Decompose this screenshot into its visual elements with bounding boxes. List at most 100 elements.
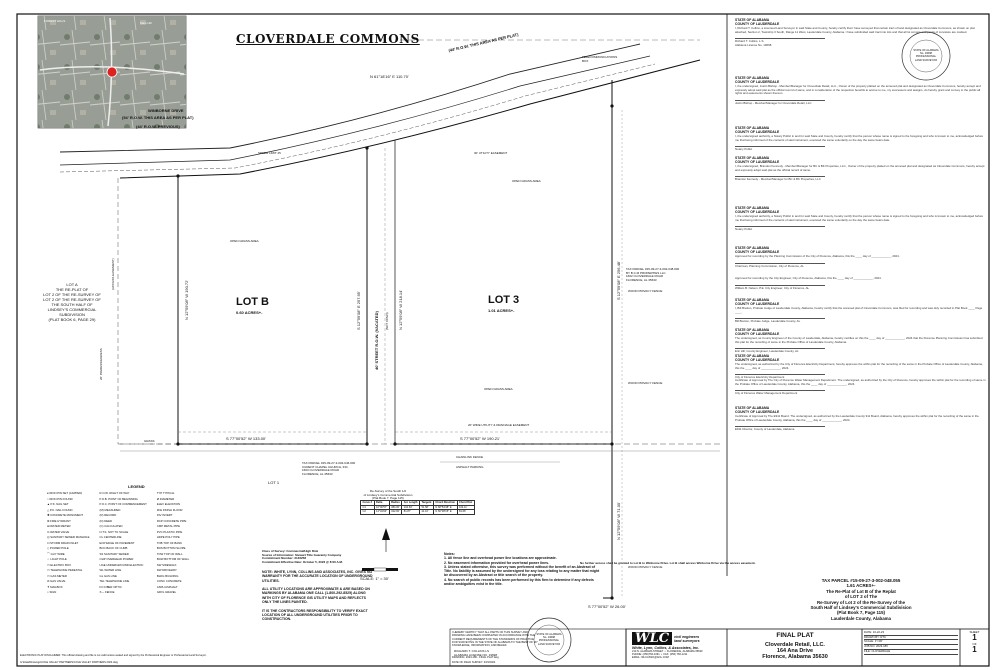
curve-table-cell: 14°34'04" <box>373 509 390 515</box>
signature-line: City of Florence Water Management Depart… <box>735 390 825 396</box>
legend-item: (D) DEED <box>99 518 112 523</box>
open-grass-2: OPEN GRASS AREA <box>512 179 541 183</box>
signature-line: Bill Bretton, Probate Judge, Lauderdale … <box>735 318 825 324</box>
legend-item: TOB TOP OF BANK <box>156 540 182 545</box>
plat-description: TAX PARCEL #15-09-27-3-002-048.055 1.61 … <box>810 578 912 621</box>
curve-table-cell: 322.00' <box>388 509 403 515</box>
title-field: DATE: 10-22-23 <box>864 630 958 636</box>
telecom-box: TELECOMMUNICATIONS BOX <box>582 55 618 63</box>
legend-item: ◎ SANITARY SEWER MANHOLE <box>47 535 90 539</box>
legend-item: ▭ ELECTRIC BOX <box>47 562 71 567</box>
bearing-east-tail: N 12°59'08" W 71.00' <box>616 502 621 540</box>
ingress-egress-label: 20' INGRESS/EGRESS <box>99 348 103 380</box>
bearing-lot-b-east: S 12°59'08" E 257.95' <box>356 291 361 330</box>
legend-item: ▭ TELEPHONE PEDESTAL <box>47 568 83 572</box>
certificate-heading: STATE OF ALABAMA COUNTY OF LAUDERDALE <box>735 156 780 164</box>
firm-block: WLC civil engineers land surveyors White… <box>632 632 724 660</box>
legend-item: INV INVERT <box>156 513 173 517</box>
legend-item: TYP TYPICAL <box>156 491 175 495</box>
legend-item: ○ IRON PIN FOUND <box>47 496 73 501</box>
bearing-lot-3-west: N 12°59'08" W 218.14' <box>398 289 403 330</box>
page-title: CLOVERDALE COMMONS <box>236 32 420 46</box>
legend-item: ✝ MAILBOX <box>47 584 63 589</box>
legend: ● IRON PIN SET (CAPPED)○ IRON PIN FOUND▲… <box>44 490 192 597</box>
legend-item: (M) MEASURED <box>99 507 121 512</box>
legend-item: GL GAS LINE <box>99 573 117 578</box>
final-plat-label: FINAL PLAT <box>776 632 814 639</box>
certificate-heading: STATE OF ALABAMA COUNTY OF LAUDERDALE <box>735 246 780 254</box>
footer-note: ELECTRONIC PLAT DISCLAIMER: This officia… <box>20 654 207 657</box>
curve-table-cell: 81.87' <box>401 509 420 515</box>
access-note: No further access shall be granted to Lo… <box>580 561 756 565</box>
legend-item: Ø DIAMETER <box>156 496 175 501</box>
legend-item: ⊘ GAS VALVE <box>47 579 66 583</box>
legend-item: TEL TELEPHONE LINE <box>99 579 130 583</box>
signature-line: Justin Bishop - Member/Manager for Clove… <box>735 99 825 106</box>
drawing-id: DRAWING: 2023-186 - FINAL PLAT.dwg <box>452 656 499 659</box>
legend-item: ELEV ELEVATION <box>156 502 181 506</box>
access-easement-label: (ACCESS EASEMENT) <box>111 258 115 290</box>
lot-front-line <box>119 59 701 179</box>
signature-line: Eric Hill, County Engineer, Lauderdale C… <box>735 348 825 354</box>
curve-table-header: Tangent <box>418 500 434 506</box>
curve-table-header: Chord Dist <box>456 500 475 506</box>
general-notes: Notes: 1. All fence line and overhead po… <box>444 552 600 587</box>
speed-limit-sign: SPEED LIMIT 25 <box>258 151 281 155</box>
certificate-heading: STATE OF ALABAMA COUNTY OF LAUDERDALE <box>735 126 780 134</box>
legend-item: PVC PLASTIC PIPE <box>156 529 183 534</box>
legend-item: ⊞ WATER METER <box>47 524 71 528</box>
firm-name: White, Lynn, Collins, & Associates, Inc. <box>632 646 699 650</box>
title-field: SCALE: 1"=30' <box>864 640 958 646</box>
seal-text-cert: STATE OF ALABAMA No. 19698 PROFESSIONAL … <box>913 49 939 62</box>
certificate-body: I, the undersigned authority, a Notary P… <box>735 214 984 222</box>
firm-logo: WLC <box>632 632 673 645</box>
sheet-number-block: SHEET 1 OF 1 <box>969 630 980 654</box>
legend-item: (C) CALCULATED <box>99 524 123 528</box>
surveyor-certification: I HEREBY CERTIFY THAT ALL PARTS OF THIS … <box>452 631 538 648</box>
legend-item: (R) RECORD <box>99 513 117 517</box>
bearing-south-tail: S 77°00'52" W 26.00' <box>588 604 626 609</box>
curve-table-header: Curve # <box>360 500 375 506</box>
certificate-body: Approved for recording by the Planning C… <box>735 254 900 258</box>
date-field: DATE OF FIELD SURVEY: 2/15/2024 <box>452 661 496 664</box>
wood-fence-1: WOOD PRIVACY FENCE <box>628 289 663 293</box>
legend-item: FFE FINISH FLOOR <box>156 507 183 512</box>
certificate-body: I, Richard T. Collins, a Licensed Land S… <box>735 26 975 34</box>
certificate-heading: STATE OF ALABAMA COUNTY OF LAUDERDALE <box>735 18 780 26</box>
owner-city: Florence, Alabama 35630 <box>762 654 828 660</box>
legend-item: FO FIBER OPTIC <box>99 584 122 589</box>
owner-name: Cloverdale Retail, LLC. <box>765 642 825 648</box>
lot-3-label: LOT 3 <box>488 294 520 306</box>
chainlink-fence: CHAINLINK FENCE <box>456 455 484 459</box>
certificate-body: I, the undersigned, Brandon Kennedy - Me… <box>735 164 985 172</box>
legend-item: X— FENCE <box>99 590 115 594</box>
vicinity-label-2: Mars Hill <box>140 21 152 25</box>
wood-fence-2: WOOD PRIVACY FENCE <box>628 381 663 385</box>
lot-1-label: LOT 1 <box>268 480 280 485</box>
winborne-north-edge <box>59 43 641 153</box>
winborne-south-edge <box>59 55 651 166</box>
legend-item: UGE UNDERGROUND ELECTRIC <box>99 562 144 567</box>
legend-item: EOP EDGE OF PAVEMENT <box>99 540 135 545</box>
legend-item: ASPH ASPHALT <box>156 584 178 589</box>
bearing-lot-3-south: S 77°00'52" W 190.21' <box>460 436 500 441</box>
signature-line: Richard T. Collins, L.S. Alabama License… <box>735 38 825 47</box>
certificate-block: Approved for recording by the City Engin… <box>735 276 987 290</box>
curve-table-cell: 81.66' <box>456 509 475 515</box>
certificate-heading: STATE OF ALABAMA COUNTY OF LAUDERDALE <box>735 298 780 306</box>
open-grass-1: OPEN GRASS AREA <box>230 239 259 243</box>
winborne-row-label: (54' R.O.W. THIS AREA AS PER PLAT) <box>122 115 194 120</box>
legend-item: ▲ P.K. NAIL SET <box>47 502 69 506</box>
signature-line: City of Florence Electricity Department <box>735 374 825 380</box>
scale-label: SCALE: 1" = 30' <box>360 576 389 581</box>
certificate-block: Certificate of Approval by The City of F… <box>735 378 987 396</box>
